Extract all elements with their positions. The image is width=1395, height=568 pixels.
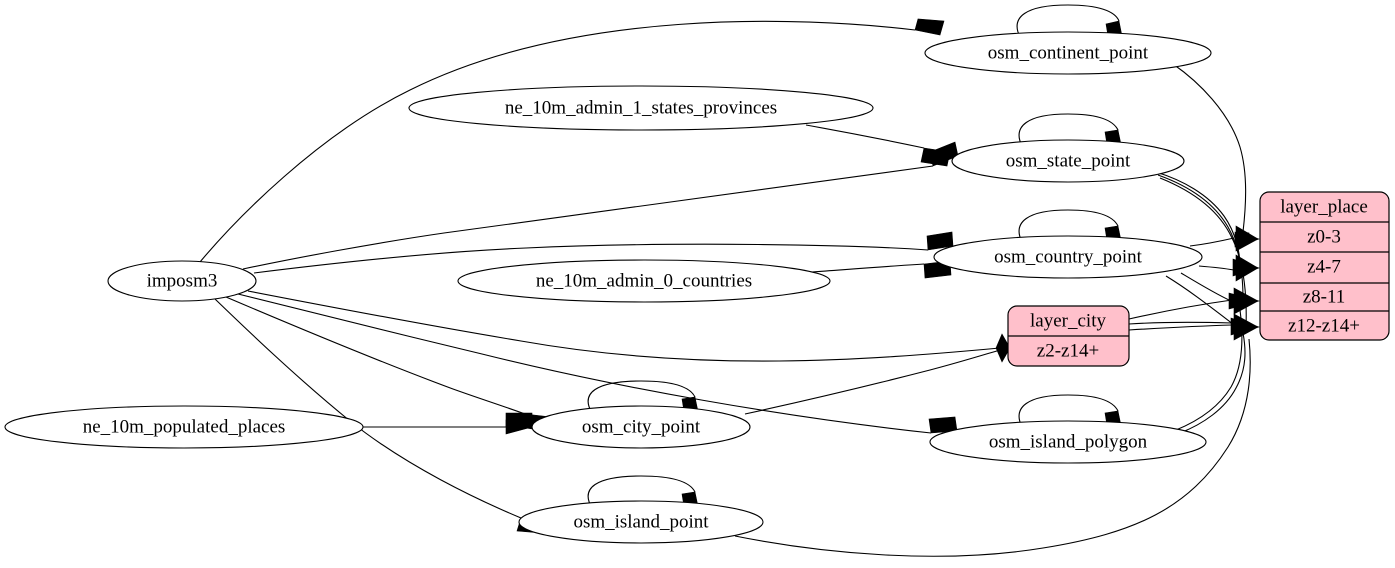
node-osm_island_polygon[interactable]: osm_island_polygon (929, 420, 1207, 464)
record-node-layer_place[interactable]: layer_place z0-3 z4-7 z8-11 z12-z14+ (1259, 191, 1390, 341)
node-imposm3-label: imposm3 (147, 270, 218, 291)
edge-osm_state_point-to-layer_place-z4-7 (1155, 171, 1241, 267)
node-osm_continent_point[interactable]: osm_continent_point (924, 31, 1212, 75)
edge-osm_island_polygon-to-layer_place-z12 (1179, 332, 1246, 434)
node-osm_continent_point-label: osm_continent_point (988, 42, 1149, 63)
edge-layer_city-to-layer_place-z8-11 (1128, 299, 1233, 320)
record-node-layer_city[interactable]: layer_city z2-z14+ (1007, 305, 1130, 367)
node-ne_10m_admin_0_countries[interactable]: ne_10m_admin_0_countries (457, 259, 831, 303)
layer_place-z12-label: z12-z14+ (1288, 315, 1360, 336)
layer_place-z4-7-label: z4-7 (1307, 256, 1341, 277)
node-ne_10m_admin_1_states_provinces-label: ne_10m_admin_1_states_provinces (505, 97, 777, 118)
edge-imposm3-to-osm_island_polygon (233, 292, 958, 434)
node-osm_country_point[interactable]: osm_country_point (933, 235, 1203, 279)
layer_city-header-label: layer_city (1030, 310, 1106, 331)
edge-imposm3-to-osm_continent_point (199, 18, 945, 263)
layer_place-z8-11-label: z8-11 (1303, 286, 1346, 307)
edge-osm_city_point-to-layer_city (744, 349, 1001, 415)
record-node-layer: layer_place z0-3 z4-7 z8-11 z12-z14+ lay… (1007, 191, 1390, 367)
edge-osm_island_point-to-layer_place-z12 (734, 338, 1251, 557)
node-osm_island_polygon-label: osm_island_polygon (989, 431, 1148, 452)
node-osm_island_point[interactable]: osm_island_point (518, 500, 764, 544)
edge-imposm3-to-layer_city (247, 290, 1011, 363)
edge-osm_country_point-to-layer_place-z0-3 (1189, 237, 1235, 247)
edge-osm_country_point-to-layer_place-z8-11 (1180, 272, 1232, 302)
node-ne_10m_populated_places-label: ne_10m_populated_places (83, 416, 286, 437)
node-layer: imposm3 ne_10m_populated_places ne_10m_a… (4, 31, 1212, 544)
edge-ne_states-to-osm_state_point (805, 124, 951, 167)
edge-osm_continent_point-to-layer_place-z0-3 (1172, 63, 1250, 244)
node-ne_10m_populated_places[interactable]: ne_10m_populated_places (4, 405, 364, 449)
edge-osm_country_point-to-layer_place-z12 (1165, 275, 1234, 325)
node-ne_10m_admin_1_states_provinces[interactable]: ne_10m_admin_1_states_provinces (408, 85, 874, 131)
node-osm_state_point[interactable]: osm_state_point (951, 139, 1185, 183)
edge-imposm3-to-osm_country_point (253, 231, 954, 274)
arrowheads-into-layer_place (1228, 225, 1261, 341)
node-ne_10m_admin_0_countries-label: ne_10m_admin_0_countries (536, 270, 752, 291)
node-osm_state_point-label: osm_state_point (1006, 150, 1131, 171)
node-osm_city_point-label: osm_city_point (582, 416, 701, 437)
node-osm_country_point-label: osm_country_point (994, 246, 1142, 267)
edge-osm_country_point-to-layer_place-z4-7 (1198, 265, 1235, 271)
edge-imposm3-to-osm_state_point (242, 141, 959, 270)
layer_place-header-label: layer_place (1280, 196, 1368, 217)
edge-ne_countries-to-osm_country_point (811, 260, 952, 279)
edge-ne_places-to-osm_city_point (363, 412, 534, 435)
layer_place-z0-3-label: z0-3 (1307, 226, 1341, 247)
node-osm_island_point-label: osm_island_point (573, 511, 709, 532)
layer_city-z2-label: z2-z14+ (1037, 340, 1099, 361)
edge-layer_city-to-layer_place-z12 (1128, 321, 1233, 331)
node-imposm3[interactable]: imposm3 (107, 260, 257, 302)
node-osm_city_point[interactable]: osm_city_point (531, 405, 751, 449)
